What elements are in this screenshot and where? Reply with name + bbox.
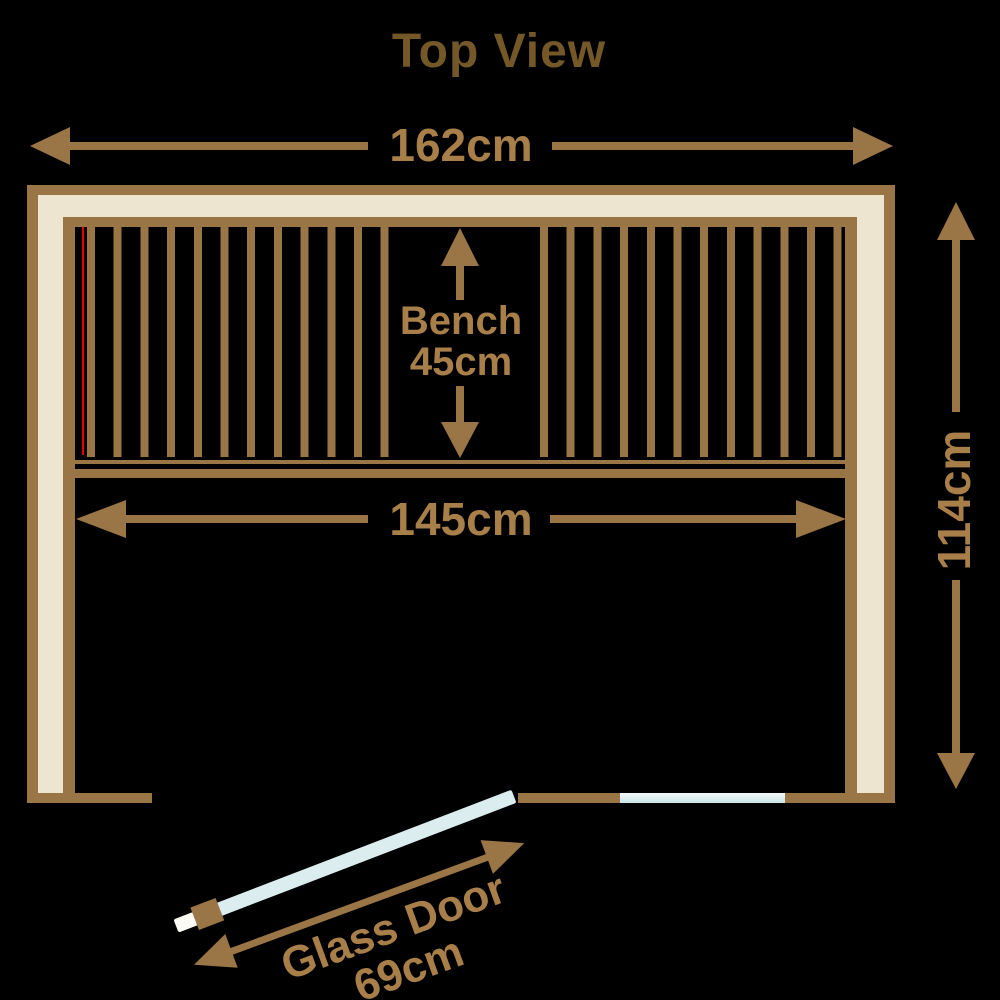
inner-width-arrow-shaft-left [122,515,368,523]
inner-width-arrow-right-head [796,500,846,538]
fixed-glass-panel [620,793,785,803]
bench-front-edge-thin [75,460,845,464]
bench-slats-left [87,227,392,457]
wall-right-inner [845,217,857,793]
red-marker-line [82,227,84,455]
depth-arrow-shaft-top [952,236,960,412]
wall-bottom-left-segment [27,793,152,803]
door-label: Glass Door 69cm [226,848,576,1000]
inner-width-arrow-left-head [76,500,126,538]
wall-left-outer [27,185,38,803]
wall-bottom-right-segment [785,793,895,803]
wall-right-outer [884,185,895,803]
wall-right-core [857,195,884,793]
wall-top-inner [63,217,845,227]
wall-left-core [38,195,63,793]
wall-top-core [38,195,884,217]
depth-arrow-down-head [937,753,975,789]
wall-left-inner [63,217,75,793]
depth-arrow-shaft-bottom [952,580,960,755]
bench-label-line2: 45cm [409,340,513,384]
width-arrow-right-head [853,127,893,165]
depth-arrow-up-head [937,202,975,240]
bench-arrow-shaft-bottom [456,386,464,424]
bench-label: Bench 45cm [361,301,561,383]
width-arrow-shaft-left [64,142,368,150]
overall-width-label: 162cm [389,119,533,171]
wall-top-outer [27,185,895,195]
inner-width-arrow-shaft-right [550,515,798,523]
wall-bottom-mid-segment [518,793,620,803]
width-arrow-shaft-right [552,142,857,150]
bench-slats-right [540,227,845,457]
bench-arrow-up-head [441,228,479,266]
bench-front-edge-thick [75,469,845,478]
door-handle [190,897,225,931]
bench-arrow-down-head [441,422,479,458]
diagram-title: Top View [391,25,607,78]
bench-arrow-shaft-top [456,264,464,300]
bench-label-line1: Bench [399,299,523,343]
width-arrow-left-head [30,127,70,165]
inner-width-label: 145cm [389,493,533,545]
